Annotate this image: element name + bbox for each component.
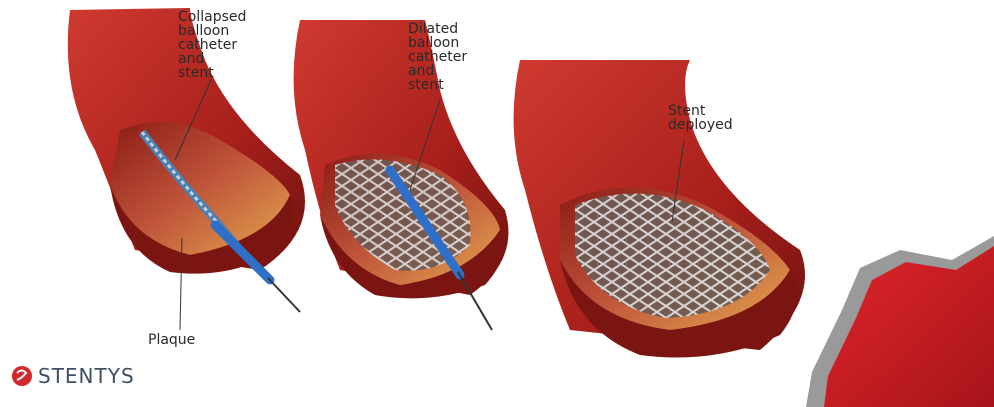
stentys-logo-icon	[12, 366, 32, 386]
brand-name: STENTYS	[38, 364, 135, 388]
label-deployed: Stent deployed	[668, 104, 733, 132]
label-dilated: Dilated balloon catheter and stent	[408, 22, 467, 92]
label-collapsed: Collapsed balloon catheter and stent	[178, 10, 246, 80]
label-plaque: Plaque	[148, 333, 195, 347]
artery-dilated	[294, 20, 509, 330]
accent-shape	[806, 236, 994, 407]
artery-deployed	[514, 60, 805, 358]
